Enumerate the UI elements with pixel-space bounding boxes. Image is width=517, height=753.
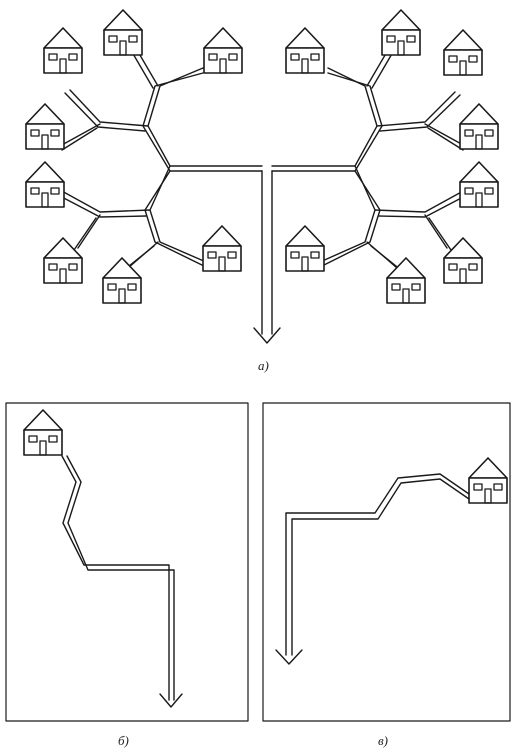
- panel-c-border: [262, 402, 511, 722]
- panel-b-frame: [5, 402, 249, 722]
- panel-a-branched-network: [25, 9, 499, 344]
- house-icon: [443, 237, 483, 284]
- house-icon: [443, 29, 483, 76]
- house-icon: [25, 161, 65, 208]
- house-icon: [43, 237, 83, 284]
- house-icon: [285, 27, 325, 74]
- panel-c-frame: [262, 402, 511, 722]
- caption-c: в): [378, 733, 388, 748]
- panel-b-border: [5, 402, 249, 722]
- pipe-route-b: [61, 455, 183, 708]
- house-icon: [459, 103, 499, 150]
- house-icon: [25, 103, 65, 150]
- house-icon: [468, 457, 508, 504]
- house-icon: [381, 9, 421, 56]
- main-collector: [253, 170, 281, 344]
- house-icon: [43, 27, 83, 74]
- caption-a: а): [258, 358, 269, 373]
- house-icon: [102, 257, 142, 304]
- house-icon: [285, 225, 325, 272]
- house-icon: [203, 27, 243, 74]
- house-icon: [23, 409, 63, 456]
- pipe-route-c: [275, 473, 470, 665]
- left-pipe-network: [57, 49, 263, 271]
- house-icon: [103, 9, 143, 56]
- house-icon: [459, 161, 499, 208]
- house-icon: [202, 225, 242, 272]
- caption-b: б): [118, 733, 129, 748]
- right-pipe-network: [271, 49, 468, 271]
